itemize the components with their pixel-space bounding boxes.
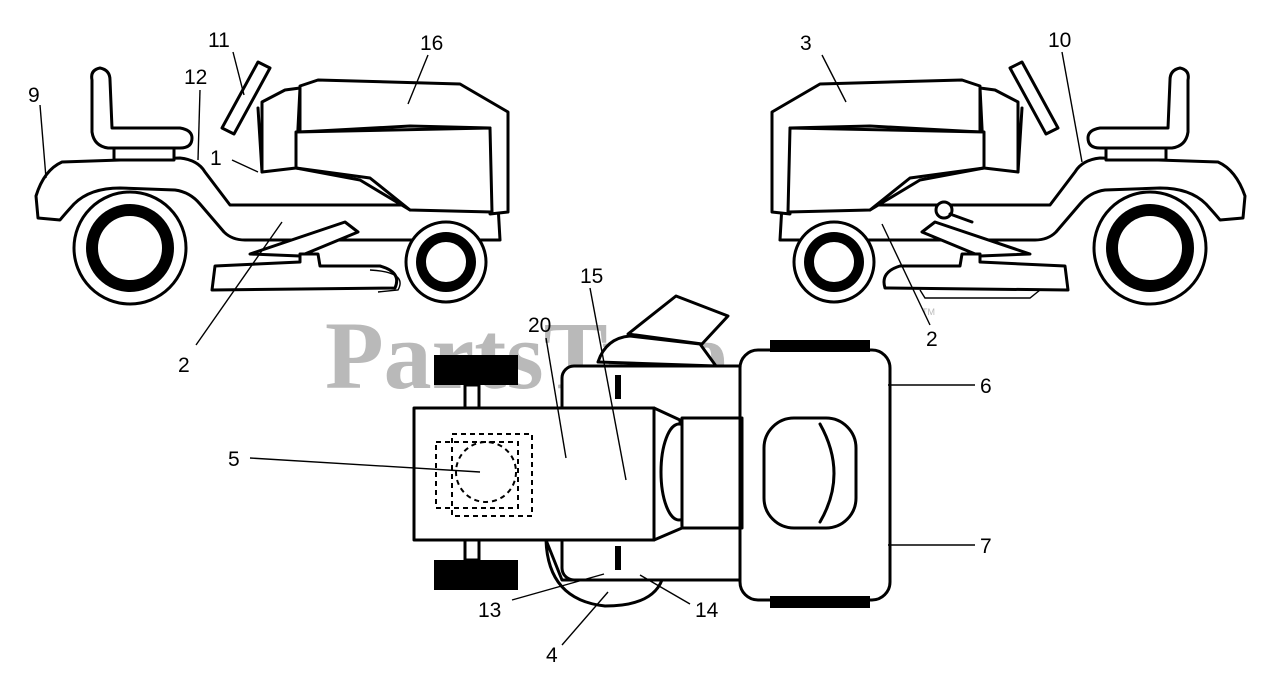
leader-4 <box>561 591 609 646</box>
right-dash <box>978 86 1020 174</box>
top-view-hood-grille <box>762 416 858 530</box>
top-view-seat-back-outline <box>451 433 533 517</box>
right-seat <box>1086 66 1190 150</box>
callout-15: 15 <box>580 265 603 288</box>
tractor-left-side-view <box>34 60 510 306</box>
top-view-mark-top <box>615 375 621 399</box>
leader-16 <box>407 54 429 105</box>
left-rear-rim <box>96 214 164 282</box>
left-mower-deck <box>210 252 399 292</box>
callout-9: 9 <box>28 84 40 107</box>
leader-10 <box>1061 51 1083 163</box>
top-view-deck-disc <box>544 538 664 608</box>
right-front-rim <box>812 240 856 284</box>
right-mower-deck <box>882 252 1070 292</box>
callout-1: 1 <box>210 147 222 170</box>
right-steering-wheel <box>1008 60 1060 136</box>
callout-10: 10 <box>1048 29 1071 52</box>
leader-1 <box>231 159 259 173</box>
callout-13: 13 <box>478 599 501 622</box>
right-hood <box>770 78 982 216</box>
left-hood <box>298 78 510 216</box>
right-fuel-cap-handle <box>948 212 974 224</box>
left-steering-wheel <box>220 60 272 136</box>
callout-3: 3 <box>800 32 812 55</box>
top-view-seat-outline <box>435 441 519 509</box>
top-view-rear-tire-top <box>434 355 518 385</box>
callout-5: 5 <box>228 448 240 471</box>
top-view-grille-curve <box>818 422 836 524</box>
left-front-rim <box>424 240 468 284</box>
leader-14 <box>639 574 691 605</box>
right-deck-skirt <box>919 289 1041 299</box>
top-view-chute-base <box>596 334 718 368</box>
leader-11 <box>232 51 245 96</box>
right-side-panel-line <box>868 166 986 212</box>
left-side-panel-line <box>294 166 412 212</box>
leader-15 <box>589 287 627 481</box>
left-seat <box>90 66 194 150</box>
callout-6: 6 <box>980 375 992 398</box>
tractor-right-side-view <box>770 60 1247 306</box>
top-view-front-tire-top <box>770 340 870 352</box>
callout-20: 20 <box>528 314 551 337</box>
top-view-rear-tire-bottom <box>434 560 518 590</box>
callout-16: 16 <box>420 32 443 55</box>
leader-20 <box>545 337 567 459</box>
callout-7: 7 <box>980 535 992 558</box>
left-dash <box>260 86 302 174</box>
left-seat-base <box>112 146 176 162</box>
top-view-axle-top <box>463 383 481 411</box>
callout-12: 12 <box>184 66 207 89</box>
tractor-top-view <box>412 294 892 608</box>
right-fuel-cap <box>934 200 954 220</box>
callout-11: 11 <box>208 29 230 52</box>
top-view-axle-bottom <box>463 538 481 562</box>
left-deck-chute <box>369 269 401 293</box>
leader-2-left <box>195 221 283 346</box>
left-deck-lift-lever <box>248 220 360 258</box>
right-seat-base <box>1104 146 1168 162</box>
leader-3 <box>821 54 847 103</box>
callout-2-left: 2 <box>178 354 190 377</box>
right-rear-rim <box>1116 214 1184 282</box>
top-view-rear-fender <box>412 406 656 542</box>
callout-4: 4 <box>546 644 558 667</box>
top-view-front-tire-bottom <box>770 596 870 608</box>
leader-9 <box>39 104 47 179</box>
top-view-seat-circle <box>455 441 517 503</box>
leader-2-right <box>881 223 931 326</box>
watermark-trademark: TM <box>922 307 935 317</box>
top-view-mark-bottom <box>615 546 621 570</box>
callout-2-right: 2 <box>926 328 938 351</box>
callout-labels: 9 11 12 1 16 2 3 10 2 15 20 5 6 7 13 14 … <box>28 29 1071 667</box>
leader-5 <box>249 457 481 473</box>
leader-lines <box>39 51 1083 646</box>
leader-13 <box>511 573 605 601</box>
leader-12 <box>197 89 201 161</box>
top-view-hood-neck <box>680 416 744 530</box>
callout-14: 14 <box>695 599 719 622</box>
right-deck-lift-lever <box>920 220 1032 258</box>
